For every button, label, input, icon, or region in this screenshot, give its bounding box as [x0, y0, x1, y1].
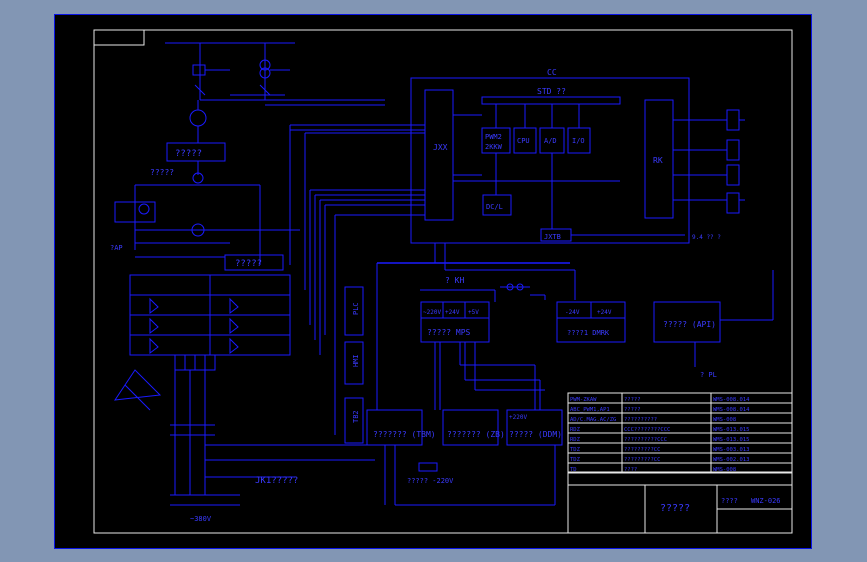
title-cell: WMS-002.013: [713, 457, 749, 463]
title-cell: RDZ: [570, 437, 581, 443]
title-cell: WMS-013.015: [713, 427, 749, 433]
svg-text:CPU: CPU: [517, 137, 530, 145]
title-cell: ?????????CC: [624, 457, 660, 463]
title-cell: WMS-013.015: [713, 437, 749, 443]
svg-text:~220V: ~220V: [423, 309, 441, 316]
title-rows: PWM-ZKAW?????WMS-008.014ABC_PWM1,AP1????…: [568, 397, 792, 474]
api-block: [653, 301, 721, 343]
svg-text:~380V: ~380V: [190, 515, 212, 523]
svg-text:RK: RK: [653, 156, 663, 165]
svg-text:CC: CC: [547, 68, 557, 77]
tbm-block: [366, 409, 423, 446]
cc-controller: CC STD ?? JXX PWM2 2KKW CPU A/D I/O RK D…: [410, 68, 745, 244]
svg-text:????? (API): ????? (API): [663, 320, 716, 329]
transformer-box: [166, 142, 226, 162]
svg-text:+5V: +5V: [468, 309, 479, 316]
svg-text:PWM2: PWM2: [485, 133, 502, 141]
rk-block: [644, 99, 674, 219]
svg-text:DC/L: DC/L: [486, 203, 503, 211]
dcl-block: [482, 194, 512, 216]
title-cell: ?????: [624, 397, 641, 403]
svg-text:JXTB: JXTB: [544, 233, 561, 241]
title-cell: ????: [624, 467, 637, 473]
side-labels: PLC HMI TB2: [344, 286, 364, 444]
svg-text:I/O: I/O: [572, 137, 585, 145]
title-cell: TDZ: [570, 447, 581, 453]
svg-text:?????: ?????: [175, 149, 202, 159]
plc-box: [344, 286, 364, 336]
title-cell: TD: [570, 467, 577, 473]
svg-text:PLC: PLC: [352, 302, 360, 315]
title-cell: WMS-008: [713, 417, 736, 423]
title-cell: PWM-ZKAW: [570, 397, 597, 403]
svg-text:??????? (ZB): ??????? (ZB): [447, 430, 505, 439]
svg-text:2KKW: 2KKW: [485, 143, 503, 151]
drawing-scale: ????: [721, 497, 738, 505]
title-cell: RDZ: [570, 427, 581, 433]
title-cell: WMS-008.014: [713, 397, 750, 403]
mps-block: [420, 301, 490, 343]
title-cell: AD/C.MAG.AC/ZG: [570, 417, 616, 423]
svg-text:TB2: TB2: [352, 410, 360, 423]
power-section: ????? ????? ?AP ?????: [110, 42, 385, 523]
title-cell: CCC????????CCC: [624, 427, 670, 433]
ddm-block: [506, 409, 563, 446]
motor-symbol: [189, 109, 207, 127]
svg-text:????1 DMRK: ????1 DMRK: [567, 329, 610, 337]
meter-block: [114, 201, 156, 223]
jxx-block: [424, 89, 454, 221]
drawing-number: WNZ-026: [751, 497, 781, 505]
svg-text:A/D: A/D: [544, 137, 557, 145]
signal-wiring: [289, 124, 425, 435]
svg-text:HMI: HMI: [352, 354, 360, 367]
svg-text:? PL: ? PL: [700, 371, 717, 379]
svg-text:?????: ?????: [150, 168, 174, 177]
inner-border: [93, 29, 793, 534]
svg-text:+220V: +220V: [509, 414, 527, 421]
svg-text:?????: ?????: [235, 259, 262, 269]
title-cell: ??????????: [624, 417, 657, 423]
title-cell: WMS-008: [713, 467, 736, 473]
title-cell: ABC_PWM1,AP1: [570, 407, 610, 413]
cc-box: [410, 77, 690, 244]
svg-text:+24V: +24V: [445, 309, 460, 316]
svg-text:JXX: JXX: [433, 143, 448, 152]
corner-tab: [94, 30, 145, 46]
svg-text:+24V: +24V: [597, 309, 612, 316]
zbzb-box: [418, 462, 438, 472]
motor-triangle: [113, 369, 162, 401]
svg-text:?AP: ?AP: [110, 244, 123, 252]
hmi-box: [344, 341, 364, 385]
title-cell: ??????????CCC: [624, 437, 667, 443]
tb-box: [344, 397, 364, 444]
drawing-frame: ????? ????? ?AP ?????: [54, 14, 812, 549]
title-cell: ?????????CC: [624, 447, 660, 453]
svg-text:9.4 ?? ?: 9.4 ?? ?: [692, 234, 721, 241]
svg-text:STD ??: STD ??: [537, 87, 566, 96]
svg-text:????? (DDM): ????? (DDM): [509, 430, 562, 439]
title-cell: ?????: [624, 407, 641, 413]
zb-block: [442, 409, 499, 446]
svg-text:????? MPS: ????? MPS: [427, 328, 471, 337]
svg-text:????? -220V: ????? -220V: [407, 477, 454, 485]
sj-box: [224, 254, 284, 271]
lower-modules: ? KH ~220V +24V +5V ????? MPS -24V +24V …: [366, 243, 774, 506]
std-bus: [481, 96, 621, 105]
title-cell: TDZ: [570, 457, 581, 463]
svg-text:? KH: ? KH: [445, 276, 464, 285]
svg-text:??????? (TBM): ??????? (TBM): [373, 430, 436, 439]
svg-text:-24V: -24V: [565, 309, 580, 316]
svg-text:JK1?????: JK1?????: [255, 476, 298, 486]
schematic-canvas: ????? ????? ?AP ?????: [93, 29, 793, 534]
title-cell: WMS-008.014: [713, 407, 750, 413]
drawing-title: ?????: [660, 503, 690, 514]
title-cell: WMS-003.013: [713, 447, 749, 453]
